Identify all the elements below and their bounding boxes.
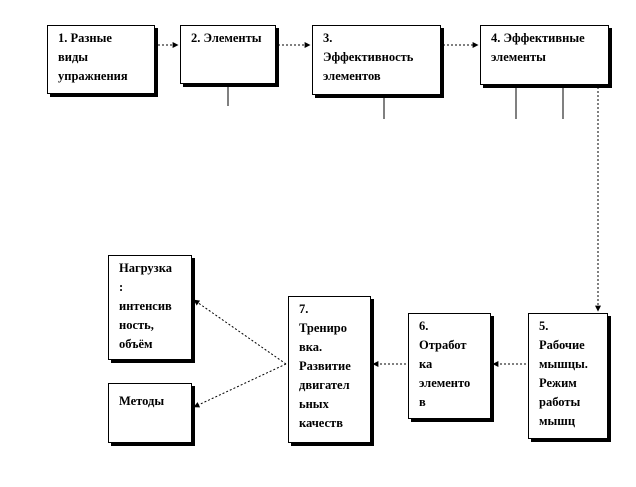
box-4-effective-elements: 4. Эффективные элементы	[480, 25, 609, 85]
box-7-training: 7. Трениро вка. Развитие двигател ьных к…	[288, 296, 371, 443]
box-3-element-efficiency: 3. Эффективность элементов	[312, 25, 441, 95]
box-6-element-practice: 6. Отработ ка элементо в	[408, 313, 491, 419]
box-5-working-muscles: 5. Рабочие мышцы. Режим работы мышц	[528, 313, 608, 439]
box-2-elements: 2. Элементы	[180, 25, 276, 84]
box-1-exercise-types: 1. Разные виды упражнения	[47, 25, 155, 94]
arrow-7-to-methods	[193, 363, 287, 408]
box-load: Нагрузка : интенсив ность, объём	[108, 255, 192, 360]
arrow-7-to-load	[193, 299, 287, 365]
box-methods: Методы	[108, 383, 192, 443]
